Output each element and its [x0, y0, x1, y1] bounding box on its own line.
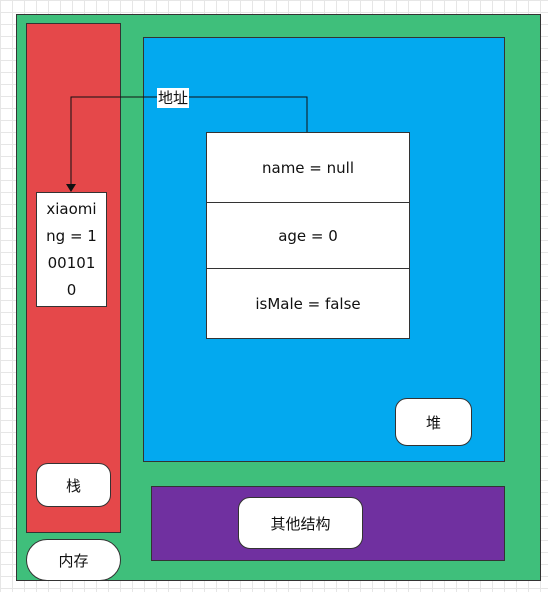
object-field-ismale: isMale = false — [255, 294, 361, 313]
heap-object: name = null age = 0 isMale = false — [206, 132, 410, 339]
object-field-age: age = 0 — [207, 203, 409, 269]
address-label: 地址 — [157, 88, 190, 108]
stack-variable-xiaoming: xiaoming = 1001010 — [36, 192, 107, 307]
other-structures-label: 其他结构 — [238, 497, 363, 549]
memory-label: 内存 — [26, 539, 121, 581]
stack-label: 栈 — [36, 463, 111, 507]
heap-label: 堆 — [395, 398, 472, 446]
arrowhead-icon — [66, 184, 76, 192]
object-field-name: name = null — [207, 133, 409, 203]
